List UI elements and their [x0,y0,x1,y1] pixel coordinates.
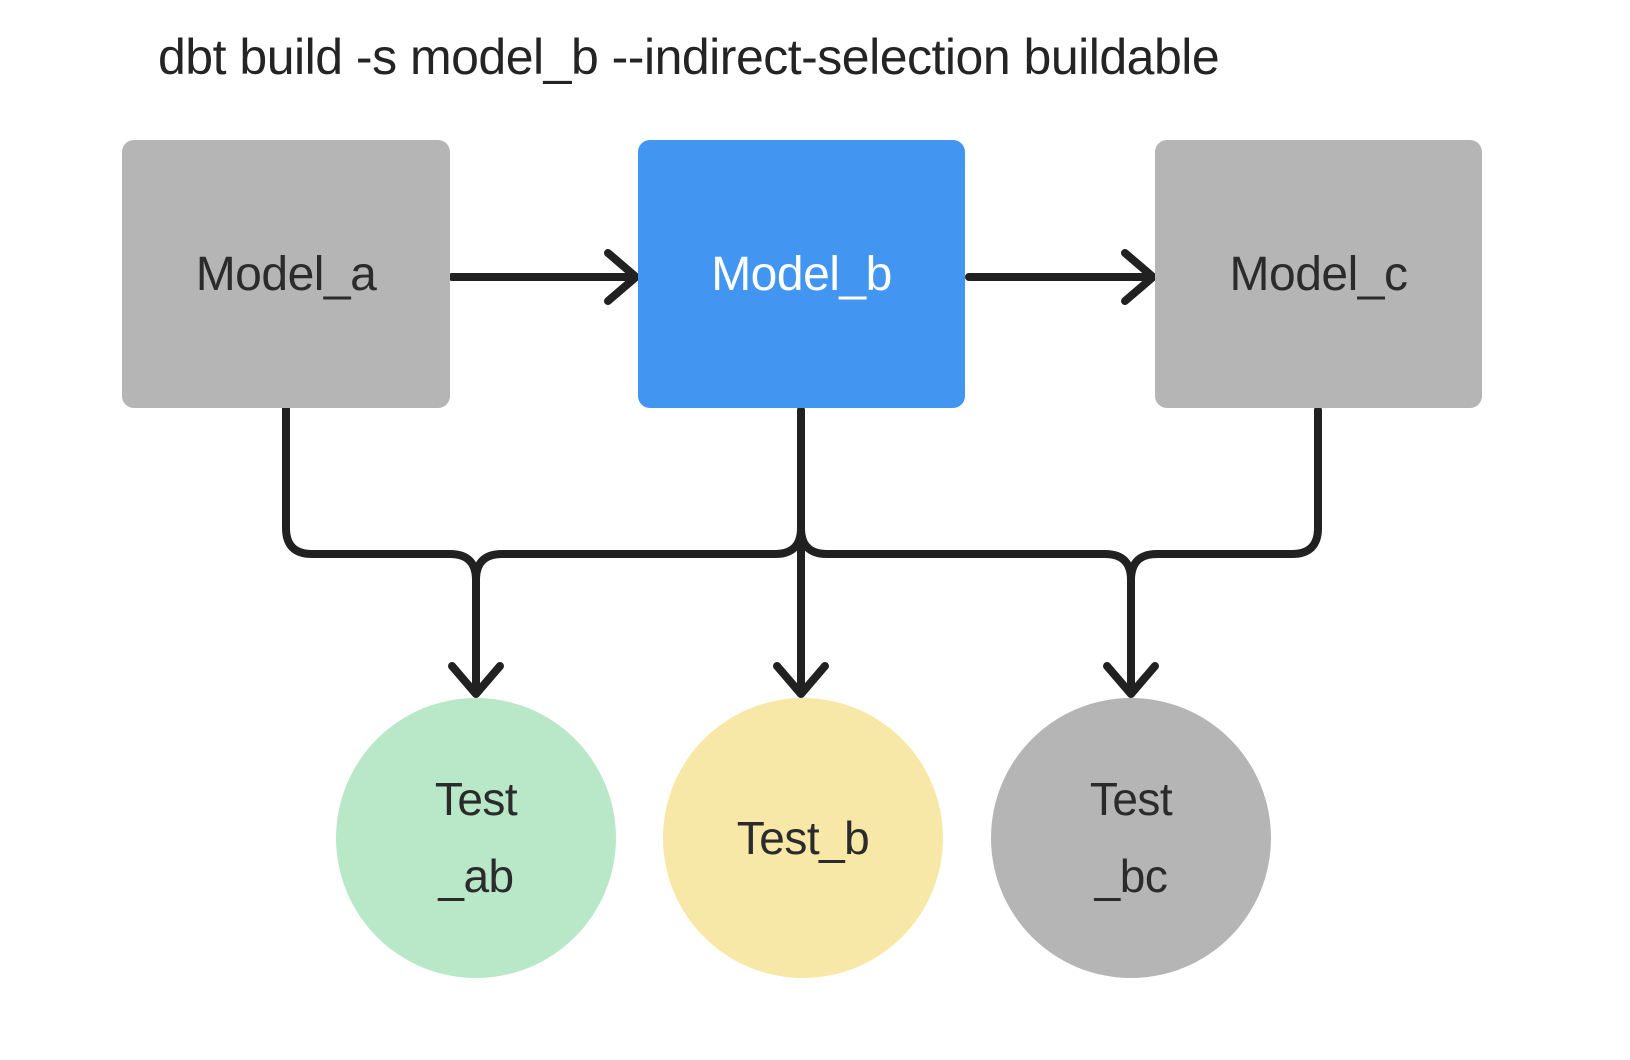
arrowhead-into-test-bc-icon [1103,662,1159,698]
test-b-node: Test_b [663,698,943,978]
model-c-node: Model_c [1155,140,1482,408]
bus-right-segment [1127,406,1322,584]
test-ab-label-line2: _ab [438,850,514,902]
arrowhead-into-model-b-icon [604,249,640,305]
bus-mid-left-segment [472,524,805,584]
bus-left-segment [282,404,480,692]
arrowhead-into-model-c-icon [1121,249,1157,305]
bus-mid-right-segment [797,524,1135,692]
test-bc-node: Test _bc [991,698,1271,978]
model-c-label: Model_c [1229,247,1408,301]
arrowhead-into-test-b-icon [773,662,829,698]
test-ab-label-line1: Test [434,773,518,825]
model-a-node: Model_a [122,140,450,408]
test-bc-label-line1: Test [1089,773,1173,825]
test-b-label-line1: Test_b [736,811,870,864]
arrowhead-into-test-ab-icon [448,662,504,698]
test-bc-label-line2: _bc [1094,850,1168,902]
model-a-label: Model_a [195,247,377,301]
test-ab-node: Test _ab [336,698,616,978]
model-b-label: Model_b [711,247,892,301]
diagram-title: dbt build -s model_b --indirect-selectio… [158,29,1220,85]
model-b-node: Model_b [638,140,965,408]
